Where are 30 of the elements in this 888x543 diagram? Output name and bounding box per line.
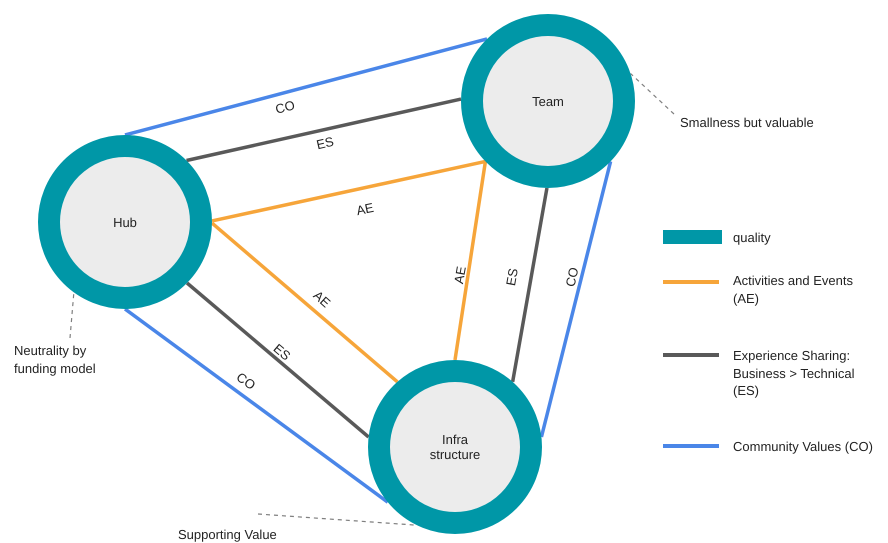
connector-line xyxy=(186,282,370,438)
edge-label: ES xyxy=(315,134,335,152)
connector-line xyxy=(510,188,549,382)
edge-label: ES xyxy=(271,341,293,363)
annotation-text: Smallness but valuable xyxy=(680,114,814,132)
connector-line xyxy=(186,97,462,162)
edge-label: CO xyxy=(274,98,296,116)
annotation-text: Neutrality by funding model xyxy=(14,342,97,378)
node-label: Team xyxy=(532,94,564,108)
connector-line xyxy=(124,308,389,504)
connector-line xyxy=(210,222,398,384)
legend-label: Experience Sharing: Business > Technical (ES) xyxy=(733,347,856,400)
node-label: Hub xyxy=(113,214,137,230)
node-label: Infra structure xyxy=(428,432,482,462)
leader-line xyxy=(69,292,74,338)
connector-line xyxy=(453,161,488,360)
edge-label: CO xyxy=(563,266,581,288)
edge-label: AE xyxy=(311,288,333,310)
connector-line xyxy=(124,37,488,137)
leader-line xyxy=(630,73,674,114)
edge-label: ES xyxy=(504,267,520,287)
legend-label: quality xyxy=(733,229,772,247)
connector-line xyxy=(540,161,612,438)
legend-label: Activities and Events (AE) xyxy=(733,272,854,308)
edge-label: AE xyxy=(355,200,375,218)
connector-line xyxy=(212,160,486,223)
edge-label: CO xyxy=(234,370,258,392)
legend-label: Community Values (CO) xyxy=(733,438,874,456)
annotation-text: Supporting Value xyxy=(178,526,277,543)
edge-label: AE xyxy=(452,265,468,285)
